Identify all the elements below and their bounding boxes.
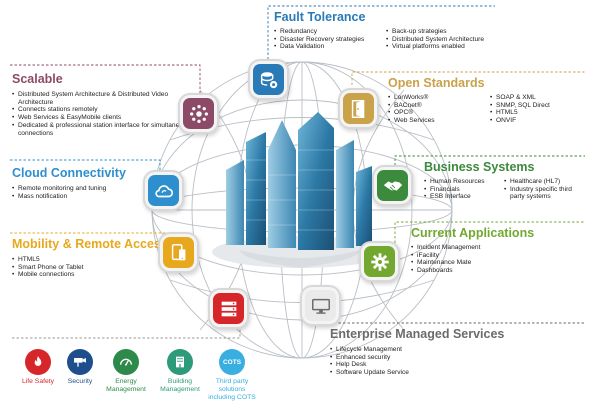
list-item: Virtual platforms enabled	[386, 43, 484, 51]
section-open-standards: Open Standards LonWorks® BACnet® OPC® We…	[388, 76, 550, 125]
list-item: Back-up strategies	[386, 28, 484, 36]
list-item: Enhanced security	[330, 354, 504, 362]
mobile-tablet-icon	[163, 237, 194, 268]
category-life-safety: Life Safety	[11, 349, 65, 386]
category-label: Third party solutions including COTS	[208, 378, 256, 401]
section-enterprise-services: Enterprise Managed Services Lifecycle Ma…	[330, 327, 504, 377]
enterprise-services-title: Enterprise Managed Services	[330, 327, 505, 341]
cots-badge: COTS	[219, 349, 245, 375]
current-applications-list: Incident Management iFacility Maintenanc…	[411, 244, 534, 275]
business-systems-title: Business Systems	[424, 160, 535, 174]
section-current-applications: Current Applications Incident Management…	[411, 226, 534, 275]
server-rack-icon	[213, 293, 244, 324]
open-door-icon	[343, 93, 374, 124]
list-item: Distributed System Architecture	[386, 36, 484, 44]
list-item: SOAP & XML	[490, 94, 550, 102]
mobility-list: HTML5 Smart Phone or Tablet Mobile conne…	[12, 256, 168, 279]
list-item: Lifecycle Management	[330, 346, 504, 354]
mobility-title: Mobility & Remote Access	[12, 237, 168, 251]
handshake-icon	[377, 170, 408, 201]
category-label: Energy Management	[106, 378, 146, 393]
list-item: Help Desk	[330, 361, 504, 369]
list-item: Remote monitoring and tuning	[12, 185, 126, 193]
section-business-systems: Business Systems Human Resources Financi…	[424, 160, 578, 201]
list-item: LonWorks®	[388, 94, 490, 102]
list-item: Distributed System Architecture & Distri…	[12, 91, 194, 106]
scalable-title: Scalable	[12, 72, 63, 86]
cloud-connectivity-list: Remote monitoring and tuning Mass notifi…	[12, 185, 126, 200]
fault-tolerance-list-right: Back-up strategies Distributed System Ar…	[386, 28, 484, 51]
enterprise-services-list: Lifecycle Management Enhanced security H…	[330, 346, 504, 377]
section-cloud-connectivity: Cloud Connectivity Remote monitoring and…	[12, 166, 126, 200]
list-item: Redundancy	[274, 28, 386, 36]
list-item: Software Update Service	[330, 369, 504, 377]
list-item: iFacility	[411, 252, 534, 260]
section-scalable: Scalable Distributed System Architecture…	[12, 72, 194, 137]
open-standards-list-right: SOAP & XML SNMP, SQL Direct HTML5 ONVIF	[490, 94, 550, 125]
scalable-list: Distributed System Architecture & Distri…	[12, 91, 194, 137]
list-item: Financials	[424, 186, 504, 194]
category-third-party: COTS Third party solutions including COT…	[205, 349, 259, 402]
fault-tolerance-title: Fault Tolerance	[274, 10, 366, 24]
open-standards-list-left: LonWorks® BACnet® OPC® Web Services	[388, 94, 490, 125]
list-item: Mobile connections	[12, 271, 168, 279]
section-mobility: Mobility & Remote Access HTML5 Smart Pho…	[12, 237, 168, 279]
open-standards-title: Open Standards	[388, 76, 485, 90]
business-systems-list-left: Human Resources Financials ESB Interface	[424, 178, 504, 201]
network-hub-icon	[183, 98, 214, 129]
cloud-connectivity-title: Cloud Connectivity	[12, 166, 126, 180]
list-item: HTML5	[490, 109, 550, 117]
building-icon	[167, 349, 193, 375]
list-item: Web Services & EasyMobile clients	[12, 114, 194, 122]
fault-tolerance-list-left: Redundancy Disaster Recovery strategies …	[274, 28, 386, 51]
list-item: Disaster Recovery strategies	[274, 36, 386, 44]
list-item: Incident Management	[411, 244, 534, 252]
category-security: Security	[53, 349, 107, 386]
list-item: ESB Interface	[424, 193, 504, 201]
category-building-management: Building Management	[153, 349, 207, 394]
camera-icon	[67, 349, 93, 375]
list-item: ONVIF	[490, 117, 550, 125]
list-item: Web Services	[388, 117, 490, 125]
list-item: Maintenance Mate	[411, 259, 534, 267]
cloud-sync-icon	[148, 175, 179, 206]
city-buildings	[226, 112, 372, 250]
connector-lines	[10, 5, 585, 339]
category-label: Building Management	[160, 378, 200, 393]
flame-icon	[25, 349, 51, 375]
database-server-icon	[253, 64, 284, 95]
list-item: HTML5	[12, 256, 168, 264]
list-item: BACnet®	[388, 102, 490, 110]
gauge-icon	[113, 349, 139, 375]
list-item: Dashboards	[411, 267, 534, 275]
list-item: Human Resources	[424, 178, 504, 186]
list-item: Dedicated & professional station interfa…	[12, 122, 194, 137]
current-applications-title: Current Applications	[411, 226, 535, 240]
list-item: OPC®	[388, 109, 490, 117]
list-item: Data Validation	[274, 43, 386, 51]
list-item: Industry specific third party systems	[504, 186, 578, 201]
category-energy-management: Energy Management	[99, 349, 153, 394]
list-item: Connects stations remotely	[12, 106, 194, 114]
gear-icon	[364, 246, 395, 277]
list-item: Mass notification	[12, 193, 126, 201]
section-fault-tolerance: Fault Tolerance Redundancy Disaster Reco…	[274, 10, 484, 51]
monitor-display-icon	[305, 290, 336, 321]
category-label: Life Safety	[21, 378, 55, 385]
list-item: Smart Phone or Tablet	[12, 264, 168, 272]
category-label: Security	[67, 378, 93, 385]
business-systems-list-right: Healthcare (HL7) Industry specific third…	[504, 178, 578, 201]
list-item: Healthcare (HL7)	[504, 178, 578, 186]
list-item: SNMP, SQL Direct	[490, 102, 550, 110]
